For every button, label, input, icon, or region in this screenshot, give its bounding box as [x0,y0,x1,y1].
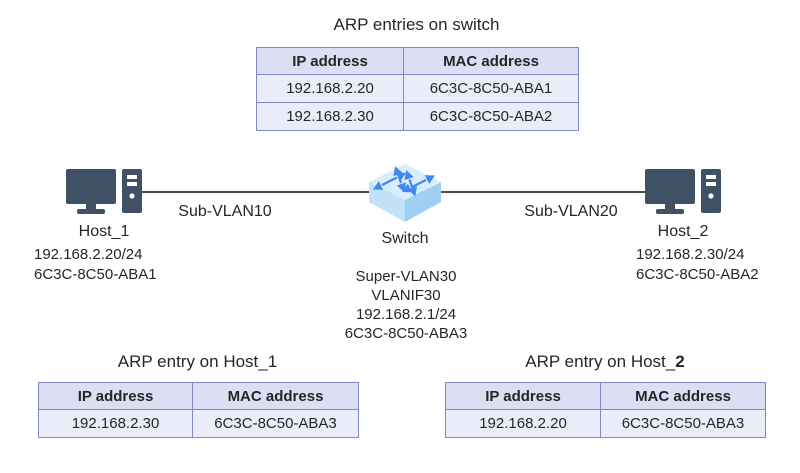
column-header-ip: IP address [445,382,601,410]
host2-arp-title-prefix: ARP entry on Host_ [525,352,676,371]
switch-supervlan: Super-VLAN30 [355,268,457,285]
host2-arp-title-suffix: 2 [675,352,685,371]
table-cell-ip: 192.168.2.30 [256,102,404,131]
host1-label: Host_1 [78,223,130,240]
host2-details: 192.168.2.30/24 6C3C-8C50-ABA2 [636,245,759,285]
table-row: 192.168.2.20 6C3C-8C50-ABA1 [256,74,579,103]
host1-arp-table: IP address MAC address 192.168.2.30 6C3C… [38,382,359,438]
table-row: 192.168.2.30 6C3C-8C50-ABA2 [256,102,579,131]
host1-ip: 192.168.2.20/24 [34,246,143,263]
host2-computer-icon [645,169,721,215]
table-row: 192.168.2.30 6C3C-8C50-ABA3 [38,409,359,438]
switch-details: Super-VLAN30 VLANIF30 192.168.2.1/24 6C3… [306,267,506,343]
column-header-mac: MAC address [192,382,359,410]
host1-computer-icon [66,169,142,215]
table-cell-ip: 192.168.2.20 [256,74,404,103]
host2-arp-table: IP address MAC address 192.168.2.20 6C3C… [445,382,766,438]
table-cell-mac: 6C3C-8C50-ABA1 [403,74,579,103]
host2-label: Host_2 [657,223,709,240]
column-header-ip: IP address [256,47,404,75]
host2-ip: 192.168.2.30/24 [636,246,745,263]
column-header-mac: MAC address [403,47,579,75]
table-cell-ip: 192.168.2.30 [38,409,193,438]
link-label-subvlan20: Sub-VLAN20 [524,203,618,220]
switch-arp-table: IP address MAC address 192.168.2.20 6C3C… [256,47,579,131]
link-label-subvlan10: Sub-VLAN10 [178,203,272,220]
host1-arp-table-title: ARP entry on Host_1 [117,352,278,371]
host2-arp-table-title: ARP entry on Host_2 [445,352,765,372]
host1-mac: 6C3C-8C50-ABA1 [34,266,157,283]
switch-arp-table-title: ARP entries on switch [333,15,500,34]
column-header-ip: IP address [38,382,193,410]
column-header-mac: MAC address [600,382,766,410]
table-cell-mac: 6C3C-8C50-ABA3 [600,409,766,438]
table-header-row: IP address MAC address [38,382,359,410]
switch-label: Switch [381,230,429,247]
table-row: 192.168.2.20 6C3C-8C50-ABA3 [445,409,766,438]
table-cell-mac: 6C3C-8C50-ABA2 [403,102,579,131]
switch-icon [367,162,443,224]
table-cell-ip: 192.168.2.20 [445,409,601,438]
host2-mac: 6C3C-8C50-ABA2 [636,266,759,283]
switch-vlanif: VLANIF30 [371,287,441,304]
table-header-row: IP address MAC address [256,47,579,75]
switch-ip: 192.168.2.1/24 [355,306,457,323]
host1-details: 192.168.2.20/24 6C3C-8C50-ABA1 [34,245,157,285]
switch-mac: 6C3C-8C50-ABA3 [344,325,468,342]
table-header-row: IP address MAC address [445,382,766,410]
table-cell-mac: 6C3C-8C50-ABA3 [192,409,359,438]
